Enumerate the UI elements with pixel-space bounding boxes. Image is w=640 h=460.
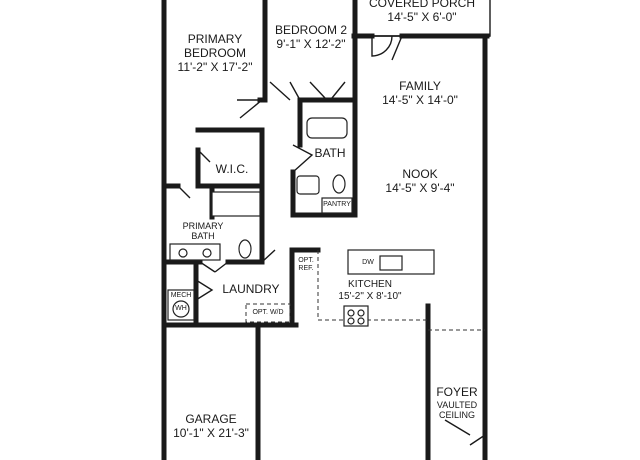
kitchen-label: KITCHEN 15'-2" X 8'-10" bbox=[320, 279, 420, 302]
wh-label: WH bbox=[175, 305, 187, 312]
opt-ref-label: OPT. REF. bbox=[294, 257, 318, 273]
burner-2 bbox=[357, 309, 365, 317]
kitchen-sink bbox=[379, 255, 403, 271]
nook-name: NOOK bbox=[402, 167, 438, 181]
dw-label: DW bbox=[362, 259, 374, 266]
foyer-label: FOYER VAULTED CEILING bbox=[430, 385, 484, 421]
mech-label: MECH bbox=[170, 292, 192, 299]
garage-dims: 10'-1" X 21'-3" bbox=[173, 425, 249, 440]
covered-porch-name: COVERED PORCH bbox=[368, 0, 475, 10]
pantry-label: PANTRY bbox=[323, 201, 351, 208]
foyer-note-2: CEILING bbox=[438, 410, 475, 421]
vanity-sink-right bbox=[202, 248, 212, 258]
fixtures bbox=[167, 117, 435, 327]
laundry-label: LAUNDRY bbox=[222, 282, 280, 296]
family-name: FAMILY bbox=[399, 79, 441, 93]
primary-bedroom-name-1: PRIMARY bbox=[187, 32, 243, 46]
opt-ref-name-2: REF. bbox=[298, 265, 314, 273]
water-heater bbox=[172, 300, 190, 318]
interior-walls bbox=[161, 0, 431, 460]
bathtub bbox=[306, 117, 348, 139]
covered-porch-dims: 14'-5" X 6'-0" bbox=[387, 9, 457, 24]
primary-bedroom-name-2: BEDROOM bbox=[183, 45, 246, 60]
garage-label: GARAGE 10'-1" X 21'-3" bbox=[164, 412, 258, 441]
kitchen-name: KITCHEN bbox=[348, 279, 392, 290]
doors bbox=[177, 35, 486, 446]
primary-bedroom-dims: 11'-2" X 17'-2" bbox=[177, 59, 253, 74]
range bbox=[343, 305, 369, 327]
opt-ref-name-1: OPT. bbox=[298, 257, 314, 264]
bedroom2-label: BEDROOM 2 9'-1" X 12'-2" bbox=[268, 23, 354, 52]
burner-3 bbox=[347, 317, 355, 325]
bedroom2-dims: 9'-1" X 12'-2" bbox=[276, 36, 346, 51]
garage-name: GARAGE bbox=[185, 412, 237, 426]
nook-label: NOOK 14'-5" X 9'-4" bbox=[360, 167, 480, 196]
wic-label: W.I.C. bbox=[215, 162, 249, 176]
foyer-note-1: VAULTED bbox=[436, 399, 478, 410]
bedroom2-name: BEDROOM 2 bbox=[274, 23, 347, 37]
foyer-name: FOYER bbox=[436, 385, 478, 399]
toilet bbox=[332, 174, 346, 194]
kitchen-dims: 15'-2" X 8'-10" bbox=[338, 290, 402, 302]
primary-bath-name-1: PRIMARY bbox=[182, 221, 224, 231]
primary-toilet bbox=[238, 239, 252, 259]
primary-bath-name-2: BATH bbox=[191, 231, 215, 242]
pantry-box bbox=[321, 197, 353, 214]
covered-porch-label: COVERED PORCH 14'-5" X 6'-0" bbox=[354, 0, 490, 25]
bath-sink bbox=[296, 175, 320, 195]
bath-label: BATH bbox=[314, 146, 346, 160]
family-label: FAMILY 14'-5" X 14'-0" bbox=[360, 79, 480, 108]
opt-wd-label: OPT. W/D bbox=[252, 309, 284, 316]
burner-1 bbox=[347, 309, 355, 317]
nook-dims: 14'-5" X 9'-4" bbox=[385, 180, 455, 195]
primary-bath-label: PRIMARY BATH bbox=[166, 221, 240, 242]
dashed-lines bbox=[245, 250, 485, 331]
primary-bedroom-label: PRIMARY BEDROOM 11'-2" X 17'-2" bbox=[166, 32, 264, 74]
vanity bbox=[169, 243, 221, 261]
shower bbox=[211, 191, 261, 217]
vanity-sink-left bbox=[178, 248, 188, 258]
burner-4 bbox=[357, 317, 365, 325]
family-dims: 14'-5" X 14'-0" bbox=[382, 92, 458, 107]
